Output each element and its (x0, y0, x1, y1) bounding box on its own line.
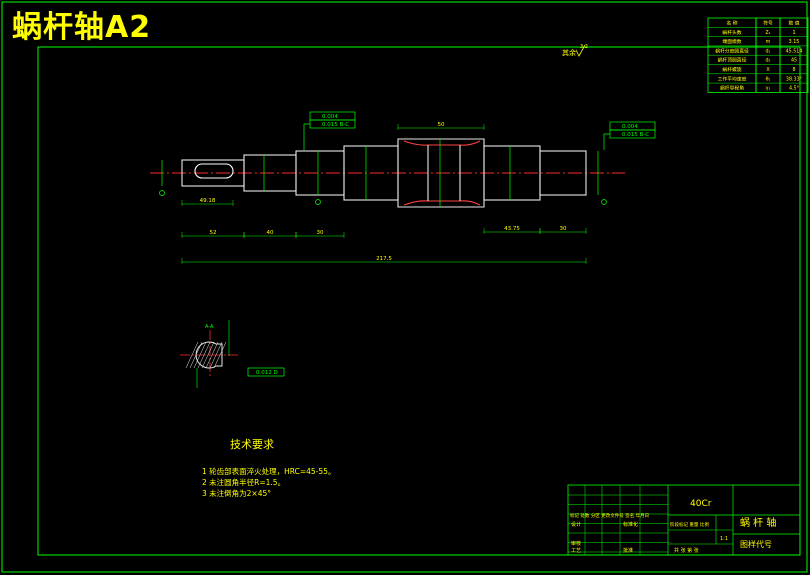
dim-bottom-2: 40 (267, 230, 274, 236)
tb-rev-header: 标记 处数 分区 更改文件号 签名 年月日 (570, 512, 649, 519)
tb-scale: 1:1 (720, 536, 728, 542)
dim-bottom-4: 43.75 (504, 226, 520, 232)
section-view: A-A 0.012 D (180, 320, 285, 388)
roughness-symbol (575, 44, 586, 57)
dim-bottom-3: 30 (317, 230, 324, 236)
tb-material: 40Cr (690, 499, 712, 509)
tolerance-section: 0.012 D (256, 370, 278, 376)
worm-shaft (181, 138, 587, 208)
tb-drawing-no: 图样代号 (740, 539, 772, 549)
tech-item-1: 1 轮齿部表面淬火处理，HRC=45-55。 (202, 466, 335, 476)
params-header-cell: 数 值 (788, 20, 799, 27)
worm-tooth-upper (403, 140, 481, 146)
roughness-value: 3.2 (580, 44, 588, 50)
params-cell: 蜗杆头数 (722, 29, 741, 36)
tb-part-name: 蜗 杆 轴 (740, 516, 776, 529)
params-cell: 1 (792, 30, 795, 36)
params-header-cell: 名 称 (726, 20, 737, 27)
tb-checker: 审核 (571, 540, 581, 547)
tb-approve: 批准 (623, 547, 633, 554)
tolerance-right-lower: 0.015 B-C (622, 132, 649, 138)
technical-requirements: 技术要求 1 轮齿部表面淬火处理，HRC=45-55。 2 未注圆角半径R=1.… (202, 438, 335, 498)
shaft-step-6 (539, 150, 587, 196)
params-cell: 8 (792, 67, 795, 73)
tech-item-3: 3 未注倒角为2×45° (202, 488, 271, 498)
params-cell: 45 (791, 58, 797, 64)
tb-sheets: 共 张 第 张 (674, 547, 699, 554)
params-cell: 3.15 (789, 39, 800, 45)
keyway (194, 163, 234, 179)
params-cell: γ₁ (766, 87, 771, 92)
tech-item-2: 2 未注圆角半径R=1.5。 (202, 477, 285, 487)
section-label: A-A (205, 324, 214, 330)
drawing-title: 蜗杆轴A2 (12, 10, 152, 45)
dim-bottom-left-short: 49.18 (200, 198, 216, 204)
params-cell: 蜗杆螺旋 (722, 66, 741, 73)
params-cell: X (766, 67, 770, 73)
roughness-label: 其余 (562, 48, 576, 57)
tech-heading: 技术要求 (230, 438, 274, 451)
params-header-cell: 符号 (763, 20, 773, 27)
title-block: 40Cr 蜗 杆 轴 图样代号 阶段标记 重量 比例 1:1 共 张 第 张 标… (567, 484, 801, 556)
dim-overall: 217.5 (376, 256, 392, 262)
datum-symbols (159, 190, 607, 205)
dim-bottom-5: 30 (560, 226, 567, 232)
params-cell: 端面模数 (722, 38, 741, 45)
params-cell: 蜗杆分度圆直径 (715, 47, 749, 54)
params-cell: θ₁ (766, 76, 771, 82)
worm-tooth-lower (403, 200, 481, 206)
dim-bottom-1: 52 (210, 230, 217, 236)
tolerance-frame-right: 0.004 0.015 B-C (603, 121, 656, 150)
params-cell: 4.5° (789, 86, 799, 92)
length-dimensions: 50 49.18 52 40 30 43.75 30 217.5 (181, 122, 587, 264)
dim-top-center: 50 (438, 122, 445, 128)
tolerance-frame-left: 0.004 0.015 B-C (303, 111, 356, 150)
tolerance-right-upper: 0.004 (622, 124, 638, 130)
worm-section-outline (397, 138, 485, 208)
tolerance-left-lower: 0.015 B-C (322, 122, 349, 128)
diameter-dims (161, 139, 599, 207)
tolerance-left-upper: 0.004 (322, 114, 338, 120)
tb-stage-header: 阶段标记 重量 比例 (670, 521, 709, 528)
params-cell: 蜗杆顶圆直径 (718, 57, 747, 64)
params-cell: d₁ (766, 48, 771, 54)
tb-process: 工艺 (571, 548, 581, 554)
params-cell: m (766, 40, 771, 45)
params-cell: Z₁ (765, 30, 770, 36)
params-cell: d₂ (766, 58, 771, 64)
params-cell: 工作平均速度 (718, 75, 747, 82)
params-cell: 38.33° (786, 76, 802, 82)
inner-frame (37, 46, 801, 556)
tb-designer: 设计 (571, 521, 581, 528)
tb-standard: 标准化 (623, 521, 638, 528)
params-cell: 45.514 (786, 48, 803, 54)
params-cell: 蜗杆导程角 (720, 85, 744, 92)
roughness-note: 其余 3.2 (562, 44, 588, 57)
